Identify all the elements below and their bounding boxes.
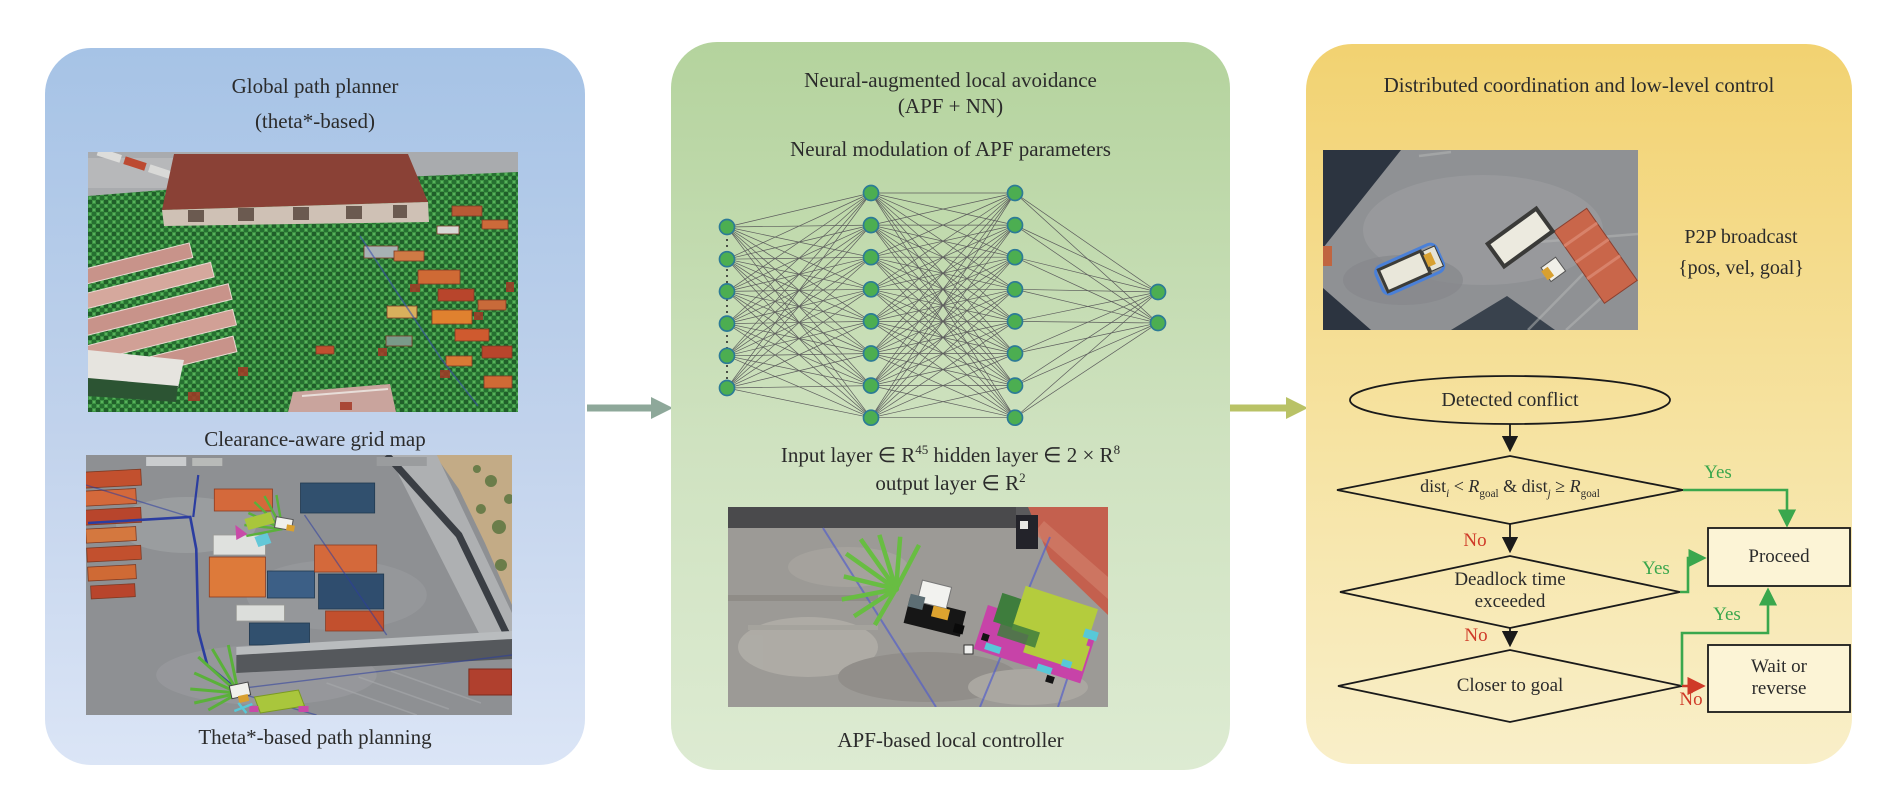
path-planning-illustration	[86, 455, 512, 715]
apf-controller-image	[728, 507, 1108, 707]
yes-label-3: Yes	[1713, 604, 1741, 625]
left-panel-title-line1: Global path planner	[231, 74, 399, 98]
decision1-text: & dist	[1498, 476, 1548, 497]
aerial-trucks-illustration	[1323, 150, 1638, 330]
orange-container	[1553, 207, 1638, 305]
nn-dimensions-line2: output layer ∈ R2	[671, 465, 1230, 496]
middle-panel-subtitle: Neural modulation of APF parameters	[790, 137, 1111, 161]
grid-map-illustration	[88, 152, 518, 412]
yes-connector-1	[1683, 488, 1797, 528]
arrow-middle-to-right	[1230, 397, 1308, 419]
global-planner-panel: Global path planner (theta*-based)	[45, 48, 585, 765]
decision1-sub: j	[1547, 487, 1551, 500]
right-panel-title: Distributed coordination and low-level c…	[1383, 73, 1775, 97]
conflict-flowchart	[1336, 375, 1851, 723]
middle-panel-title-line1: Neural-augmented local avoidance	[804, 68, 1097, 92]
wait-reverse-label: Wait or reverse	[1751, 656, 1807, 700]
apf-ray-burst	[841, 534, 922, 627]
local-avoidance-panel: Neural-augmented local avoidance (APF + …	[671, 42, 1230, 770]
decision1-text: dist	[1420, 476, 1447, 497]
nn-label-sup: 8	[1113, 442, 1121, 457]
yes-label-2: Yes	[1642, 558, 1670, 579]
start-label: Detected conflict	[1441, 389, 1579, 411]
wait-reverse-box	[1707, 644, 1851, 713]
apf-controller-illustration	[728, 507, 1108, 707]
decision1-sub: goal	[1479, 487, 1499, 500]
decision2-label: Deadlock time exceeded	[1454, 569, 1565, 613]
nn-label-text: output layer ∈ R	[875, 471, 1020, 495]
aerial-trucks-image	[1323, 150, 1638, 330]
truck-other-trailer	[1484, 205, 1556, 270]
nn-label-text: Input layer ∈ R	[780, 443, 916, 467]
apf-controller-caption: APF-based local controller	[837, 728, 1064, 752]
decision1-sub: i	[1446, 487, 1450, 500]
proceed-label: Proceed	[1748, 546, 1810, 567]
p2p-broadcast-line2: {pos, vel, goal}	[1678, 257, 1804, 279]
apf-obstacle-blob	[973, 585, 1099, 684]
arrow-left-to-middle	[587, 397, 673, 419]
arrow-head	[1286, 397, 1308, 419]
robot-1	[235, 494, 295, 547]
p2p-broadcast-line1: P2P broadcast	[1684, 226, 1798, 248]
nn-dimensions-line1: Input layer ∈ R45 hidden layer ∈ 2 × R8	[671, 437, 1230, 468]
yes-label-1: Yes	[1704, 462, 1732, 483]
decision1-text: R	[1468, 476, 1480, 497]
decision1-sub: goal	[1580, 487, 1600, 500]
decision1-text: ≥	[1550, 476, 1570, 497]
path-planning-caption: Theta*-based path planning	[198, 725, 432, 749]
truck-ego	[1374, 242, 1446, 296]
no-label-1: No	[1463, 530, 1487, 551]
decision1-label: disti < Rgoal & distj ≥ Rgoal	[1420, 475, 1600, 505]
path-planning-image	[86, 455, 512, 715]
decision2-line1: Deadlock time	[1454, 569, 1566, 590]
grid-map-image	[88, 152, 518, 412]
grid-map-caption: Clearance-aware grid map	[204, 427, 426, 451]
coordination-panel: Distributed coordination and low-level c…	[1306, 44, 1852, 764]
nn-label-text: hidden layer ∈ 2 × R	[928, 443, 1114, 467]
middle-panel-title-line2: (APF + NN)	[897, 94, 1004, 118]
decision2-line2: exceeded	[1474, 591, 1546, 612]
left-panel-title-line2: (theta*-based)	[254, 109, 376, 133]
no-label-3: No	[1679, 689, 1703, 710]
no-label-2: No	[1464, 625, 1488, 646]
p2p-broadcast-text: P2P broadcast {pos, vel, goal}	[1631, 222, 1851, 284]
yes-connector-2	[1680, 548, 1707, 594]
decision3-label: Closer to goal	[1456, 675, 1564, 696]
yes-connector-3	[1680, 587, 1778, 686]
apf-truck	[903, 579, 967, 637]
decision1-text: <	[1449, 476, 1469, 497]
neural-network-diagram	[718, 184, 1167, 427]
arrow-head	[651, 397, 673, 419]
truck-other-cab	[1540, 256, 1567, 283]
proceed-box	[1707, 527, 1851, 587]
nn-label-sup: 45	[915, 442, 929, 457]
robot-2	[190, 644, 309, 714]
decision1-text: R	[1569, 476, 1581, 497]
wait-line2: reverse	[1751, 678, 1807, 699]
wait-line1: Wait or	[1751, 656, 1807, 677]
nn-label-sup: 2	[1019, 470, 1026, 485]
